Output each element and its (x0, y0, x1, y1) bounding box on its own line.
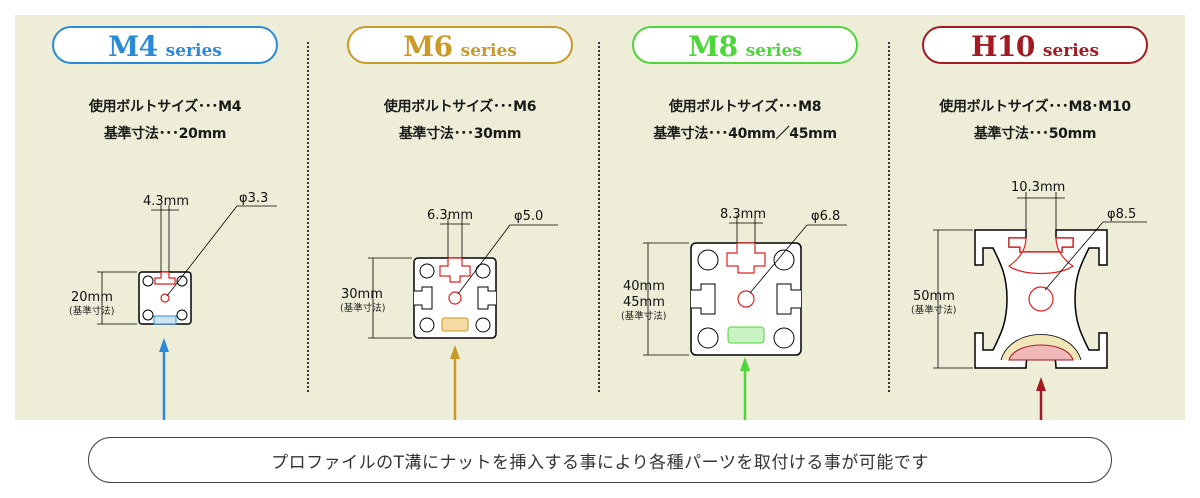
size-note: (基準寸法) (69, 305, 114, 317)
series-name: M8 (688, 30, 738, 63)
hole-diameter-label: φ6.8 (811, 209, 840, 224)
profile-diagram-h10: 10.3mm φ8.5 50mm (基準寸法) (911, 180, 1147, 420)
center-hole (448, 291, 462, 305)
base-dimension-spec: 基準寸法･･･40mm／45mm (653, 126, 837, 142)
corner-hole (773, 249, 795, 271)
corner-hole (475, 317, 491, 333)
corner-hole (142, 275, 154, 287)
series-suffix: series (460, 41, 517, 61)
size-label: 20mm (71, 290, 113, 305)
base-dimension-spec: 基準寸法･･･30mm (398, 126, 522, 142)
side-slot (776, 283, 801, 315)
slot-width-label: 4.3mm (143, 194, 189, 209)
side-slot (414, 286, 433, 310)
bolt-size-spec: 使用ボルトサイズ･･･M8 (668, 99, 822, 115)
corner-hole (419, 263, 435, 279)
series-name: M6 (403, 30, 453, 63)
spec-text: 使用ボルトサイズ･･･M8･M10 基準寸法･･･50mm (885, 94, 1185, 148)
slot-width-label: 10.3mm (1011, 180, 1065, 195)
series-title-pill: M4 series (52, 26, 278, 64)
size-label: 30mm (341, 287, 383, 302)
hole-diameter-label: φ5.0 (514, 209, 543, 224)
t-slot (726, 242, 766, 274)
corner-hole (697, 327, 719, 349)
series-name: M4 (108, 30, 158, 63)
size-note: (基準寸法) (340, 302, 385, 314)
spec-text: 使用ボルトサイズ･･･M4 基準寸法･･･20mm (15, 94, 315, 148)
bolt-size-spec: 使用ボルトサイズ･･･M8･M10 (939, 99, 1131, 115)
slot-width-label: 6.3mm (427, 208, 473, 223)
series-h10: H10 series 使用ボルトサイズ･･･M8･M10 基準寸法･･･50mm… (885, 0, 1185, 420)
series-suffix: series (745, 41, 802, 61)
series-title-pill: M8 series (632, 26, 858, 64)
size-note: (基準寸法) (621, 310, 666, 322)
size-note: (基準寸法) (911, 304, 956, 316)
series-name: H10 (970, 30, 1035, 63)
arrow-head (450, 345, 460, 359)
divider (888, 42, 890, 392)
series-m6: M6 series 使用ボルトサイズ･･･M6 基準寸法･･･30mm 6.3m… (310, 0, 610, 420)
leader-line (1044, 221, 1104, 291)
t-slot (439, 257, 471, 283)
corner-hole (773, 327, 795, 349)
series-suffix: series (165, 41, 222, 61)
arrow-head (159, 338, 169, 352)
t-slot (154, 271, 176, 285)
side-slot (477, 286, 496, 310)
divider (307, 42, 309, 392)
leader-line (457, 224, 511, 295)
corner-hole (176, 275, 188, 287)
center-hole (737, 290, 755, 308)
side-slot (691, 283, 716, 315)
base-dimension-spec: 基準寸法･･･20mm (103, 126, 227, 142)
t-nut-front (1008, 344, 1074, 361)
slot-width-label: 8.3mm (720, 207, 766, 222)
series-title-pill: M6 series (347, 26, 573, 64)
leader-line (166, 205, 238, 297)
corner-hole (176, 309, 188, 321)
size-label: 40mm (623, 279, 665, 294)
t-slot (1007, 237, 1075, 275)
hole-diameter-label: φ3.3 (239, 191, 268, 206)
corner-hole (142, 309, 154, 321)
leader-line (749, 224, 808, 294)
hole-diameter-label: φ8.5 (1107, 207, 1136, 222)
profile-diagram-m4: 4.3mm φ3.3 20mm (基準寸法) (69, 191, 277, 420)
profile-diagram-m6: 6.3mm φ5.0 30mm (基準寸法) (340, 208, 558, 420)
series-m8: M8 series 使用ボルトサイズ･･･M8 基準寸法･･･40mm／45mm… (595, 0, 895, 420)
corner-hole (475, 263, 491, 279)
t-nut (153, 315, 177, 325)
arrow-head (740, 357, 750, 371)
corner-hole (697, 249, 719, 271)
arrow-head (1036, 377, 1046, 391)
spec-text: 使用ボルトサイズ･･･M6 基準寸法･･･30mm (310, 94, 610, 148)
size-label-alt: 45mm (623, 295, 665, 310)
bolt-size-spec: 使用ボルトサイズ･･･M4 (88, 99, 242, 115)
corner-hole (419, 317, 435, 333)
t-nut (441, 317, 469, 332)
t-nut (727, 326, 765, 344)
series-suffix: series (1042, 41, 1100, 61)
size-label: 50mm (913, 289, 955, 304)
base-dimension-spec: 基準寸法･･･50mm (973, 126, 1097, 142)
profile-diagram-m8: 8.3mm φ6.8 40mm 45mm (基準寸法) (621, 207, 847, 420)
series-title-pill: H10 series (922, 26, 1148, 64)
center-hole (1028, 286, 1054, 312)
description-banner: プロファイルのT溝にナットを挿入する事により各種パーツを取付ける事が可能です (88, 437, 1112, 483)
bolt-size-spec: 使用ボルトサイズ･･･M6 (383, 99, 537, 115)
divider (598, 42, 600, 392)
series-m4: M4 series 使用ボルトサイズ･･･M4 基準寸法･･･20mm 4.3m… (15, 0, 315, 420)
spec-text: 使用ボルトサイズ･･･M8 基準寸法･･･40mm／45mm (595, 94, 895, 148)
